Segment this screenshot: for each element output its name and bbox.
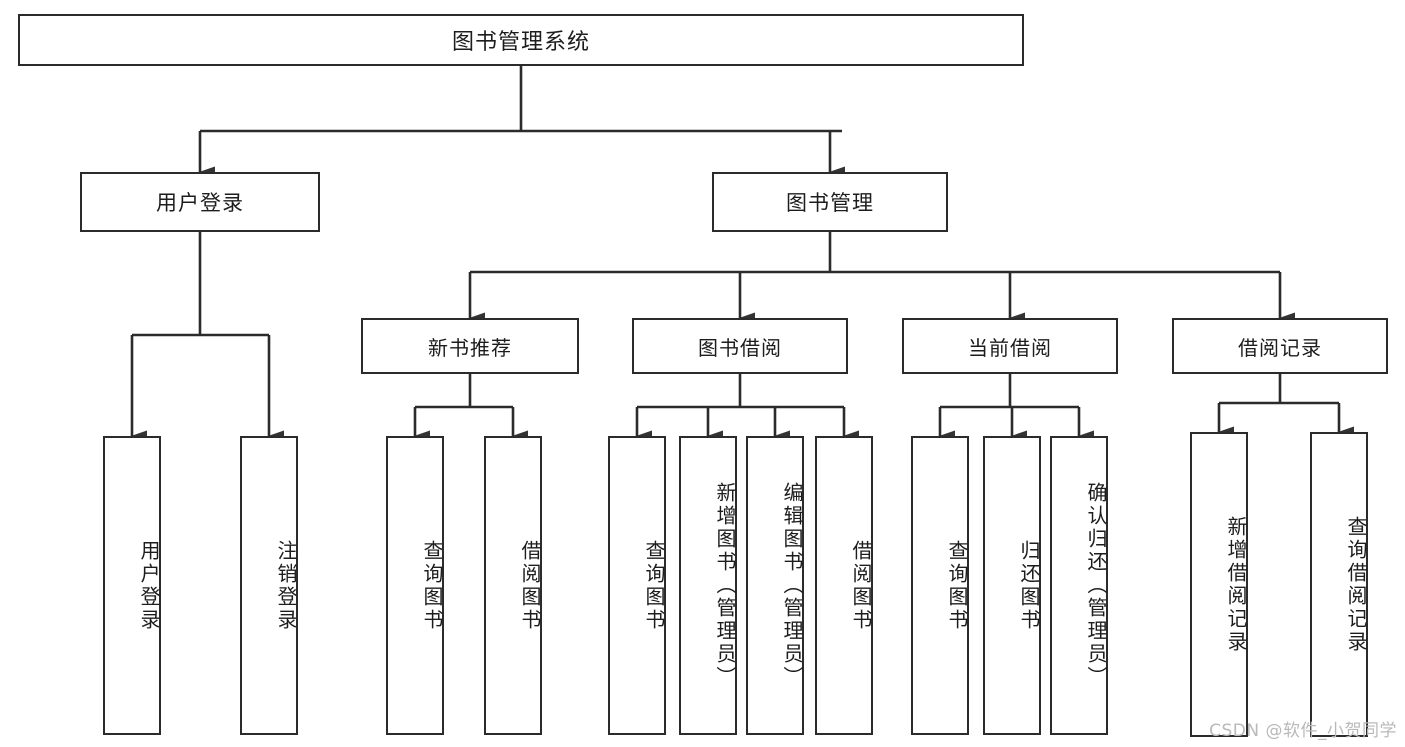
leaf-query-book-recommend[interactable]: 查询图书 [386,436,444,735]
leaf-query-book-borrow[interactable]: 查询图书 [608,436,666,735]
leaf-borrow-book-label: 借阅图书 [849,539,873,632]
leaf-return-book-label: 归还图书 [1017,539,1041,632]
leaf-user-login-label: 用户登录 [137,539,161,632]
node-current-borrow[interactable]: 当前借阅 [902,318,1118,374]
leaf-logout[interactable]: 注销登录 [240,436,298,735]
csdn-watermark: CSDN @软件_小贺同学 [1209,721,1397,741]
leaf-confirm-return-admin-label: 确认归还（管理员） [1084,482,1108,689]
node-user-login[interactable]: 用户登录 [80,172,320,232]
leaf-query-book-current-label: 查询图书 [945,539,969,632]
node-book-management-label: 图书管理 [786,191,874,215]
node-root-label: 图书管理系统 [451,30,590,55]
leaf-confirm-return-admin[interactable]: 确认归还（管理员） [1050,436,1108,735]
node-book-borrow[interactable]: 图书借阅 [632,318,848,374]
leaf-borrow-book-recommend[interactable]: 借阅图书 [484,436,542,735]
leaf-logout-label: 注销登录 [274,539,298,632]
node-user-login-label: 用户登录 [156,191,244,215]
node-new-book-recommend-label: 新书推荐 [428,335,512,360]
leaf-return-book[interactable]: 归还图书 [983,436,1041,735]
leaf-add-book-admin-label: 新增图书（管理员） [713,482,737,689]
leaf-borrow-book-recommend-label: 借阅图书 [518,539,542,632]
leaf-query-borrow-record-label: 查询借阅记录 [1344,515,1368,654]
leaf-add-borrow-record[interactable]: 新增借阅记录 [1190,432,1248,737]
leaf-query-borrow-record[interactable]: 查询借阅记录 [1310,432,1368,737]
node-current-borrow-label: 当前借阅 [968,335,1052,360]
node-borrow-record[interactable]: 借阅记录 [1172,318,1388,374]
node-new-book-recommend[interactable]: 新书推荐 [361,318,579,374]
leaf-add-book-admin[interactable]: 新增图书（管理员） [679,436,737,735]
node-book-borrow-label: 图书借阅 [698,335,782,360]
node-borrow-record-label: 借阅记录 [1238,335,1322,360]
leaf-edit-book-admin-label: 编辑图书（管理员） [780,482,804,689]
leaf-query-book-borrow-label: 查询图书 [642,539,666,632]
node-book-management[interactable]: 图书管理 [712,172,948,232]
node-root-system[interactable]: 图书管理系统 [18,14,1024,66]
leaf-query-book-recommend-label: 查询图书 [420,539,444,632]
leaf-edit-book-admin[interactable]: 编辑图书（管理员） [746,436,804,735]
leaf-query-book-current[interactable]: 查询图书 [911,436,969,735]
leaf-user-login[interactable]: 用户登录 [103,436,161,735]
leaf-borrow-book[interactable]: 借阅图书 [815,436,873,735]
leaf-add-borrow-record-label: 新增借阅记录 [1224,515,1248,654]
